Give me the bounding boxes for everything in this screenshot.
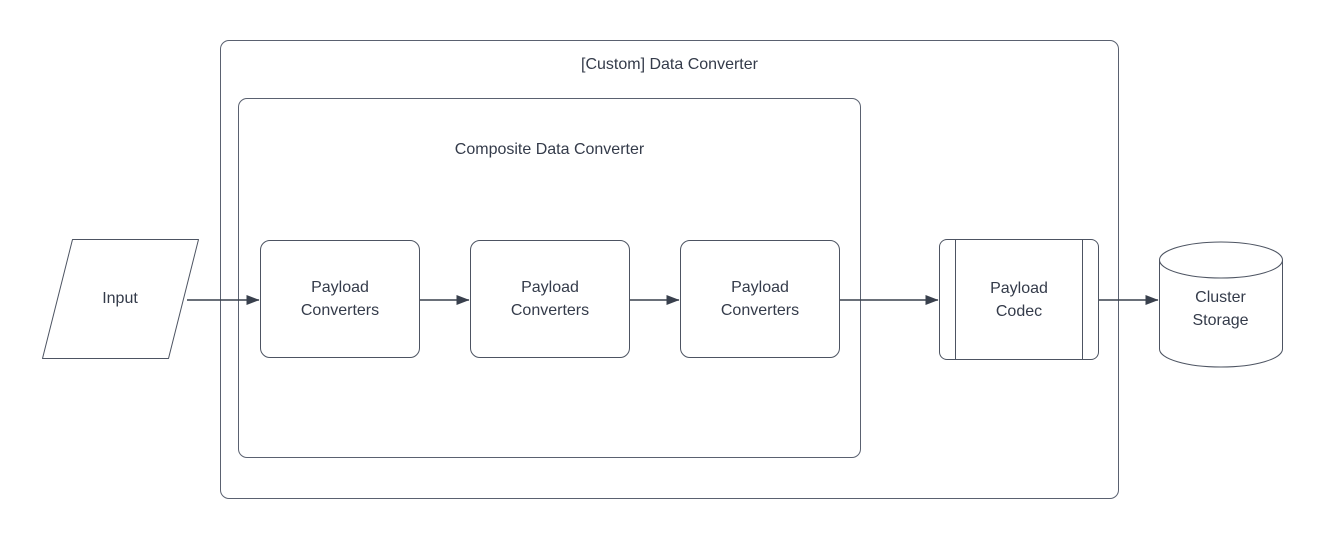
composite-data-converter-title: Composite Data Converter	[454, 141, 645, 158]
payload-converters-node-2: Payload Converters	[470, 240, 630, 358]
payload-codec-node: Payload Codec	[939, 239, 1099, 360]
codec-side-line-left	[955, 240, 956, 359]
composite-data-converter-container: Composite Data Converter	[238, 98, 861, 458]
payload-codec-label: Payload Codec	[990, 279, 1048, 320]
codec-side-line-right	[1082, 240, 1083, 359]
custom-data-converter-container: [Custom] Data Converter	[220, 40, 1119, 499]
payload-converters-node-1: Payload Converters	[260, 240, 420, 358]
cluster-storage-node-label: Cluster Storage	[1192, 288, 1249, 329]
input-node-label: Input	[102, 290, 138, 307]
custom-data-converter-title: [Custom] Data Converter	[581, 56, 758, 73]
payload-converters-node-3: Payload Converters	[680, 240, 840, 358]
